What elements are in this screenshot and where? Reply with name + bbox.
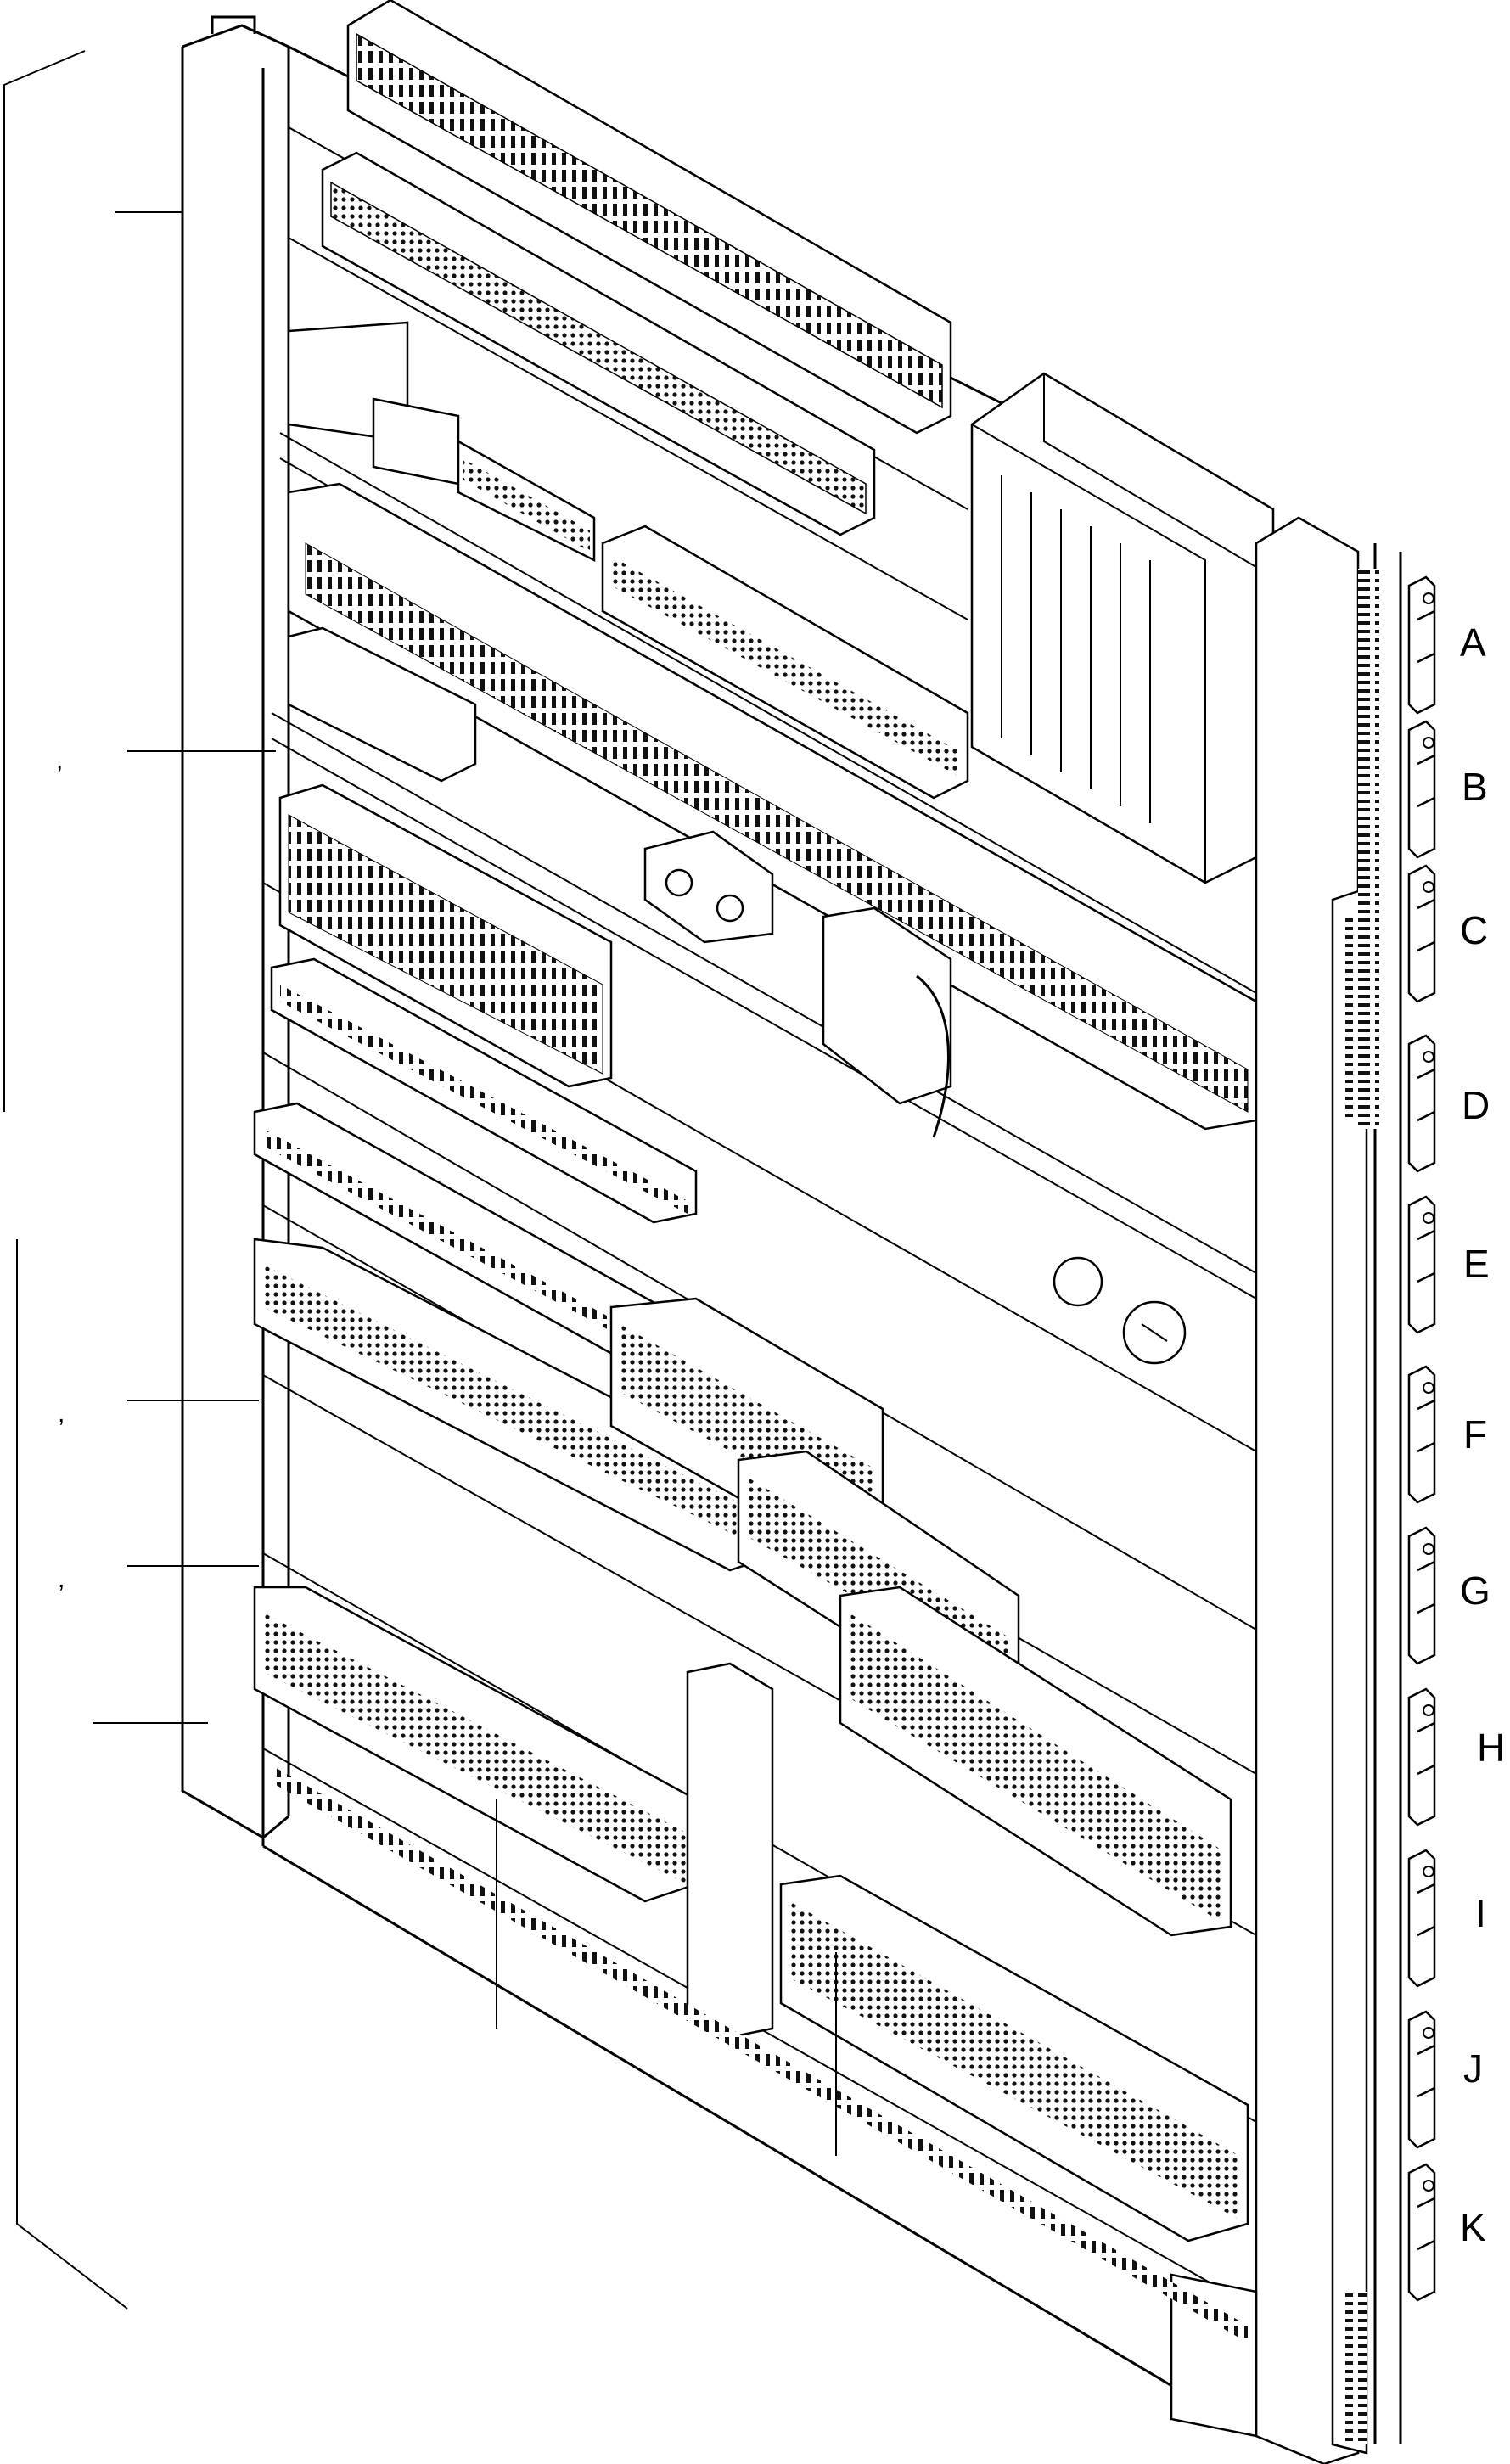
mounting-bracket-5 [1407, 1195, 1436, 1334]
mounting-bracket-10 [1407, 2010, 1436, 2149]
indicator-lamps [1053, 1256, 1187, 1365]
bracket-screw-3 [1423, 881, 1434, 893]
left-mark-2: , [58, 1400, 65, 1428]
row-label-a: A [1460, 620, 1486, 665]
bracket-screw-2 [1423, 737, 1434, 749]
left-marks: , , , [56, 746, 65, 1593]
right-frame-channel [1255, 516, 1402, 2464]
row-label-c: C [1460, 908, 1488, 952]
mounting-bracket-2 [1407, 720, 1436, 859]
left-mark-3: , [58, 1565, 65, 1593]
row-label-e: E [1463, 1242, 1490, 1286]
module-row-mid [287, 482, 1258, 1131]
bracket-screw-4 [1423, 1051, 1434, 1063]
mounting-bracket-7 [1407, 1526, 1436, 1665]
mounting-bracket-3 [1407, 864, 1436, 1003]
row-label-i: I [1475, 1891, 1486, 1935]
bracket-screw-1 [1423, 592, 1434, 604]
row-label-j: J [1463, 2046, 1483, 2091]
left-mark-1: , [56, 746, 63, 774]
relay-row-1 [321, 151, 876, 536]
mounting-bracket-4 [1407, 1034, 1436, 1173]
row-label-g: G [1460, 1569, 1490, 1613]
relay-modules-lower-right [737, 1450, 1249, 2242]
left-frame-channel [181, 15, 290, 1846]
rotary-switches [643, 830, 774, 944]
bracket-screw-7 [1423, 1543, 1434, 1555]
mounting-bracket-11 [1407, 2163, 1436, 2302]
terminal-block-row-2 [253, 783, 698, 1360]
bracket-screw-9 [1423, 1866, 1434, 1877]
row-label-h: H [1477, 1726, 1505, 1770]
mounting-bracket-1 [1407, 575, 1436, 715]
terminal-row-top [346, 0, 952, 435]
mounting-bracket-6 [1407, 1365, 1436, 1504]
power-supply [822, 906, 952, 1138]
control-enclosure [970, 372, 1275, 884]
mounting-bracket-9 [1407, 1849, 1436, 1988]
mounting-brackets [1407, 575, 1436, 2302]
bracket-screw-5 [1423, 1212, 1434, 1224]
breaker-cluster [287, 321, 596, 563]
bracket-screw-11 [1423, 2180, 1434, 2192]
bracket-screw-6 [1423, 1382, 1434, 1394]
row-label-f: F [1463, 1412, 1487, 1457]
vertical-cable-duct [686, 1662, 774, 2039]
bracket-screw-10 [1423, 2027, 1434, 2039]
bottom-cable-duct [272, 1765, 1258, 2438]
row-label-b: B [1462, 765, 1488, 809]
row-label-k: K [1460, 2205, 1486, 2249]
row-label-d: D [1462, 1083, 1490, 1127]
mounting-bracket-8 [1407, 1687, 1436, 1827]
leader-lines [3, 50, 837, 2310]
bracket-screw-8 [1423, 1704, 1434, 1716]
relay-row-2 [601, 525, 969, 800]
row-labels: A B C D E F G H I J K [1460, 620, 1505, 2249]
